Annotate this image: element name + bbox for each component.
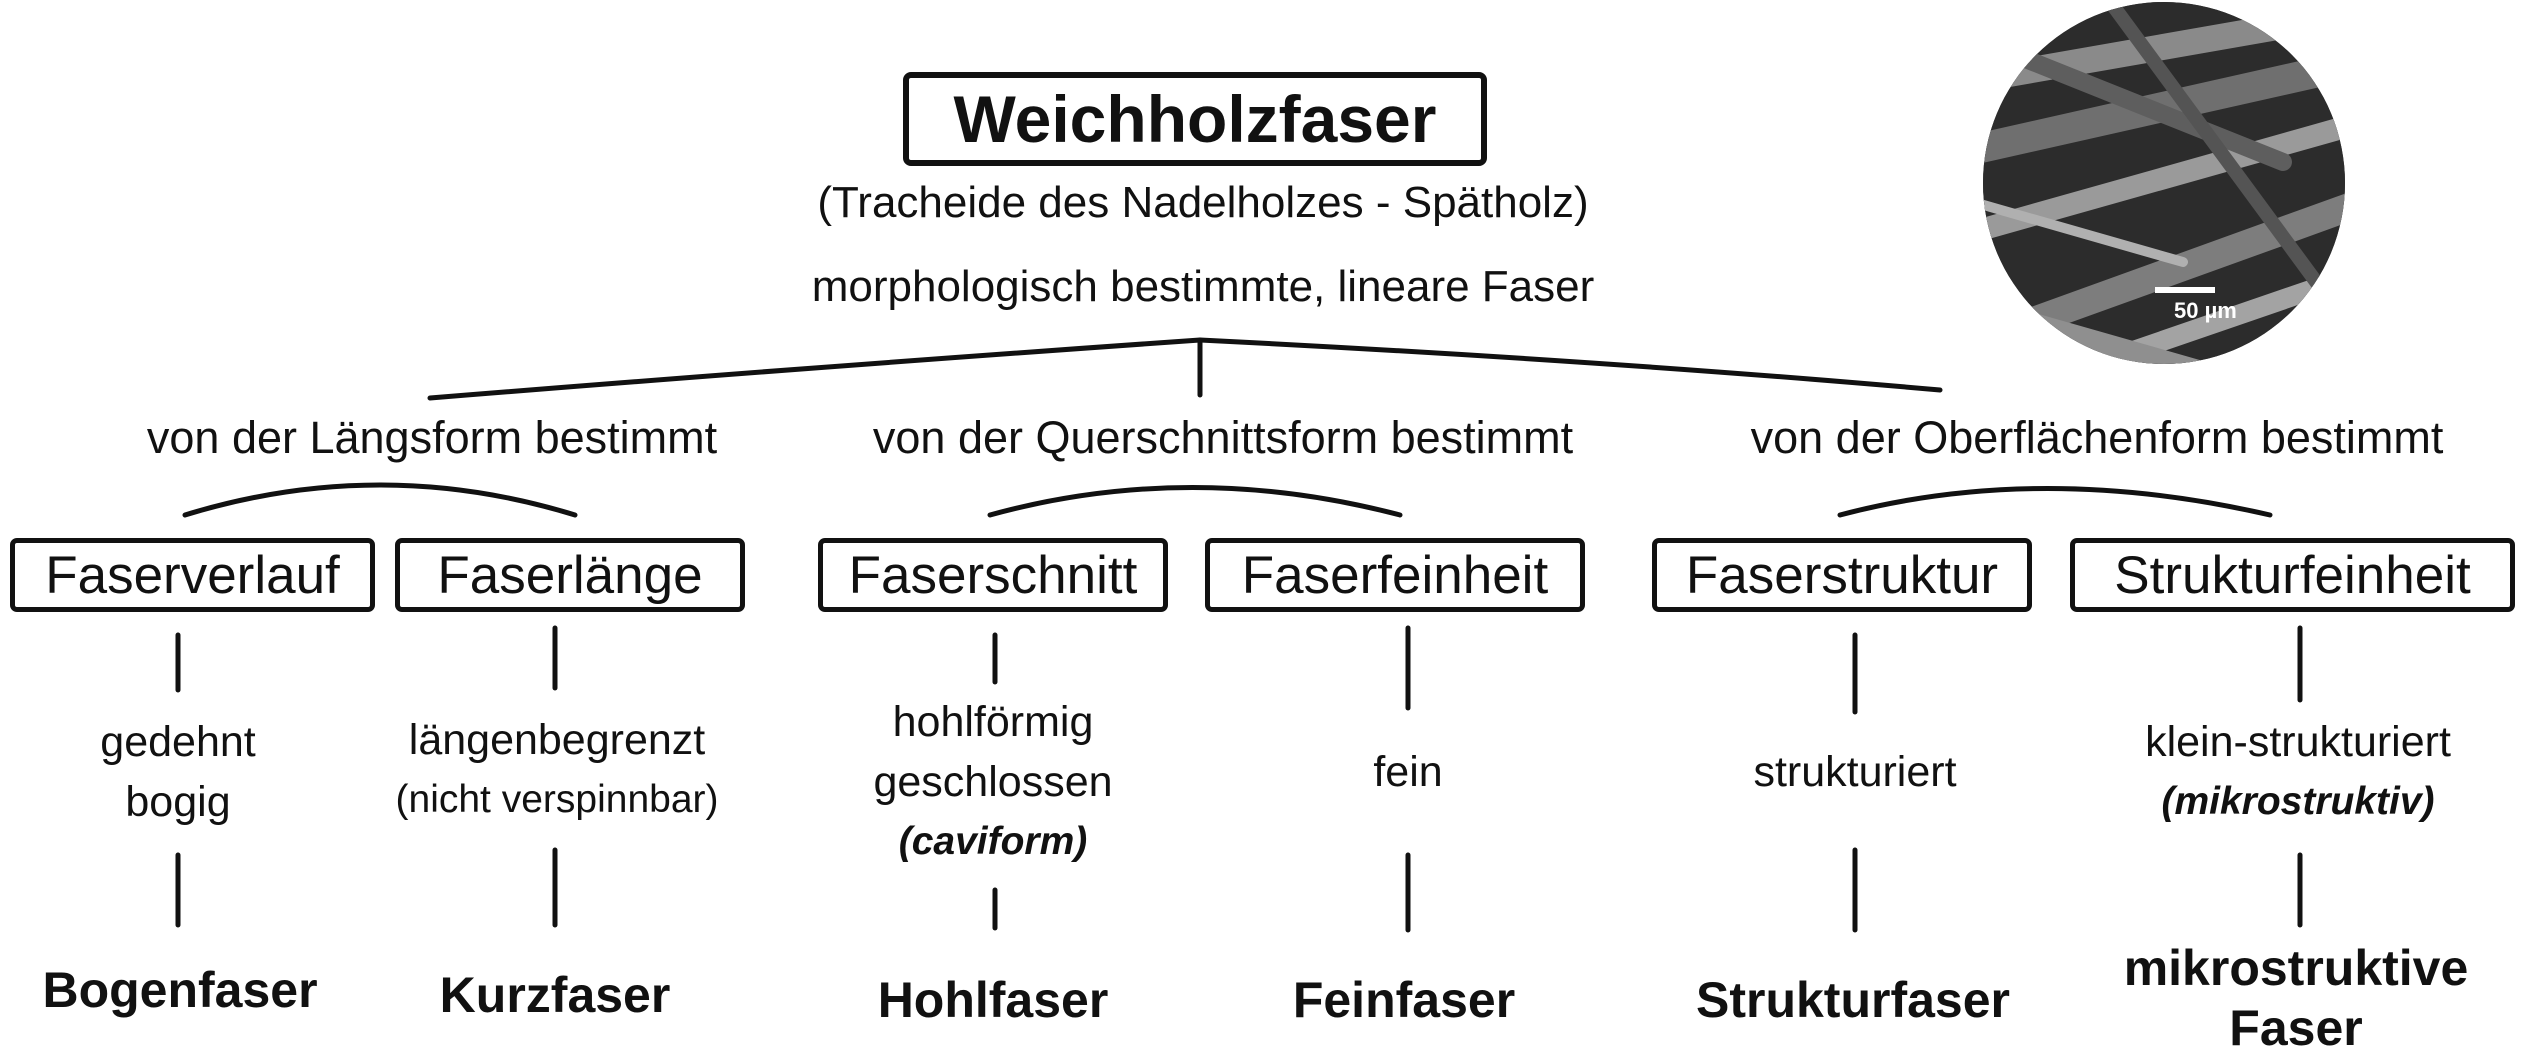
box-label: Faserlänge [437,545,702,606]
result-feinfaser: Feinfaser [1293,970,1515,1030]
description-schnitt: hohlförmig geschlossen (caviform) [873,692,1112,872]
box-faserverlauf: Faserverlauf [10,538,375,612]
description-strukturfeinheit: klein-strukturiert (mikrostruktiv) [2145,712,2451,832]
description-line: gedehnt [100,712,255,772]
description-line: fein [1373,742,1442,802]
description-verlauf: gedehnt bogig [100,712,255,832]
sem-fiber-micrograph-icon [1983,2,2345,364]
box-strukturfeinheit: Strukturfeinheit [2070,538,2515,612]
result-mikrostruktive-faser: mikrostruktive Faser [2086,938,2506,1058]
description-line: hohlförmig [873,692,1112,752]
description-line: strukturiert [1753,742,1956,802]
box-label: Faserfeinheit [1242,545,1548,606]
box-label: Faserverlauf [45,545,340,606]
result-kurzfaser: Kurzfaser [440,965,671,1025]
description-line: bogig [100,772,255,832]
result-strukturfaser: Strukturfaser [1696,970,2010,1030]
description-feinheit: fein [1373,742,1442,802]
box-faserlaenge: Faserlänge [395,538,745,612]
description-laenge: längenbegrenzt (nicht verspinnbar) [396,710,719,830]
definition: morphologisch bestimmte, lineare Faser [812,262,1595,312]
description-line: (nicht verspinnbar) [396,770,719,830]
description-line: (caviform) [873,812,1112,872]
box-faserstruktur: Faserstruktur [1652,538,2032,612]
result-hohlfaser: Hohlfaser [878,970,1109,1030]
box-label: Faserstruktur [1686,545,1998,606]
description-line: klein-strukturiert [2145,712,2451,772]
category-laengsform: von der Längsform bestimmt [147,412,717,464]
title-box: Weichholzfaser [903,72,1487,166]
category-querschnittsform: von der Querschnittsform bestimmt [873,412,1573,464]
box-faserfeinheit: Faserfeinheit [1205,538,1585,612]
description-line: geschlossen [873,752,1112,812]
description-struktur: strukturiert [1753,742,1956,802]
scale-bar-label: 50 µm [2174,298,2237,324]
box-label: Faserschnitt [849,545,1138,606]
title: Weichholzfaser [954,81,1437,157]
fiber-micrograph-image [1983,2,2345,364]
result-bogenfaser: Bogenfaser [42,960,317,1020]
description-line: (mikrostruktiv) [2145,772,2451,832]
description-line: längenbegrenzt [396,710,719,770]
box-faserschnitt: Faserschnitt [818,538,1168,612]
subtitle: (Tracheide des Nadelholzes - Spätholz) [817,178,1588,228]
box-label: Strukturfeinheit [2114,545,2470,606]
category-oberflaechenform: von der Oberflächenform bestimmt [1751,412,2444,464]
